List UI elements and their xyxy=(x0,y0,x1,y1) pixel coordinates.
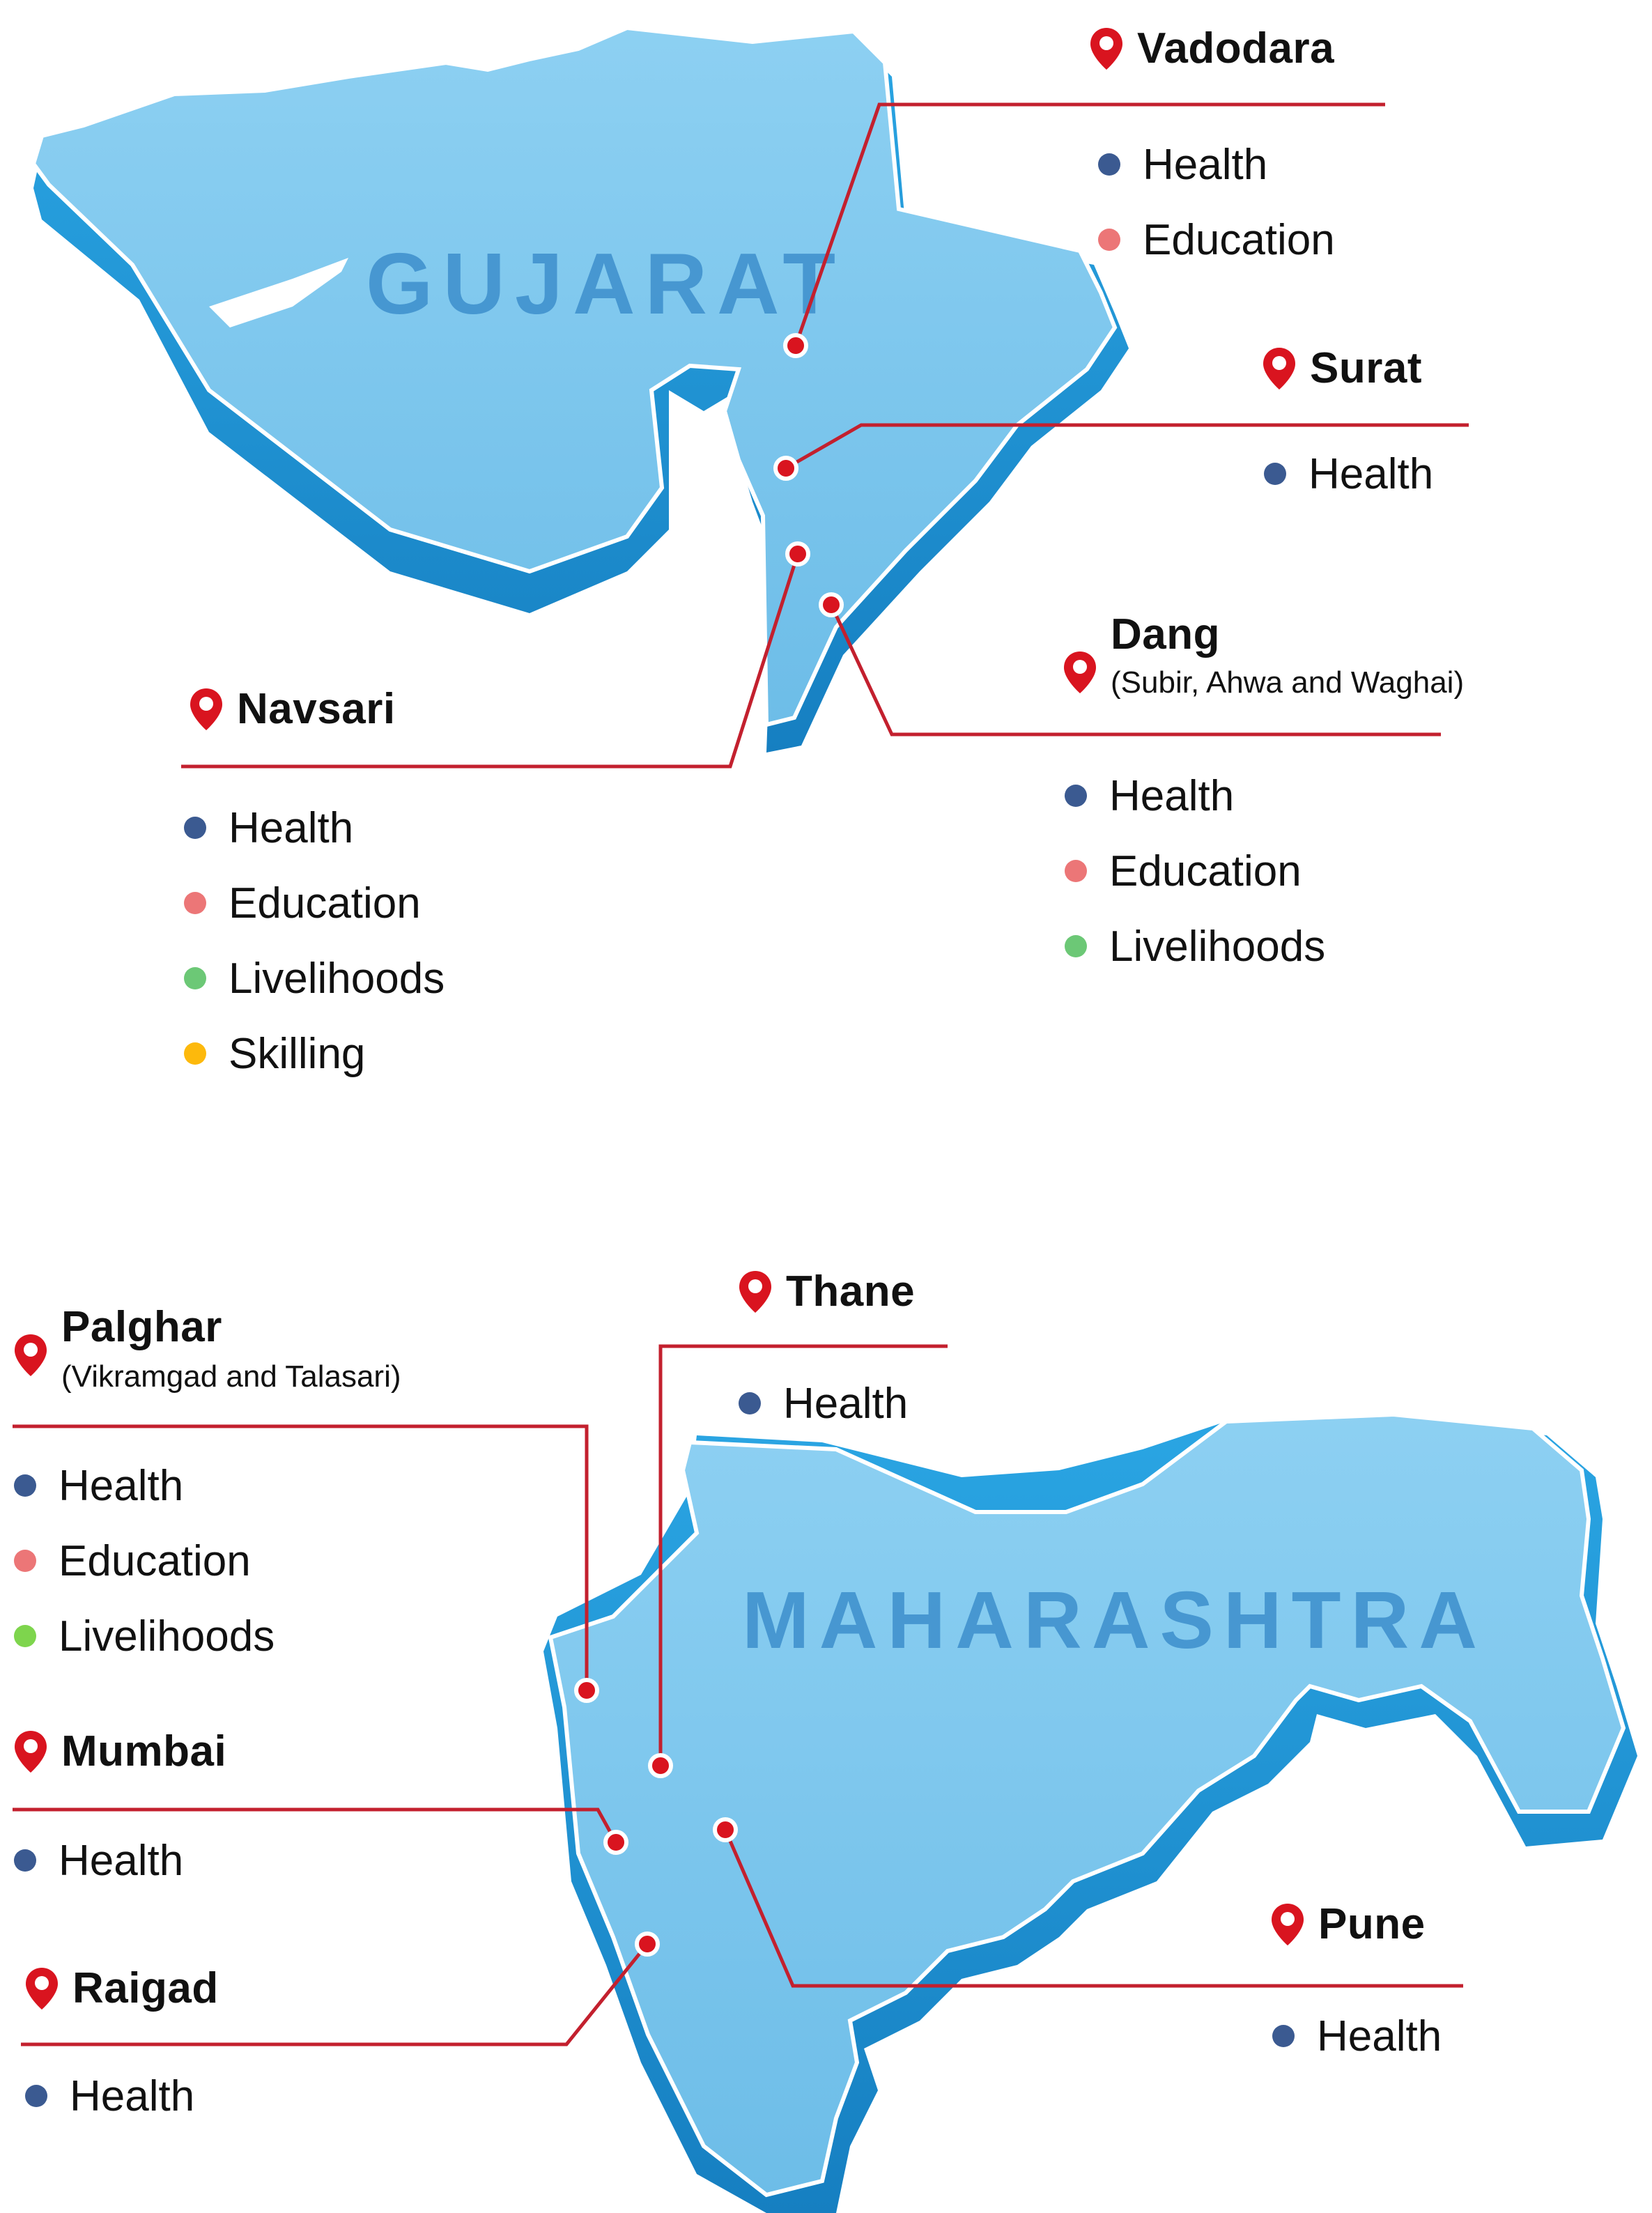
raigad-name: Raigad xyxy=(72,1964,219,2012)
navsari-name: Navsari xyxy=(237,685,396,733)
maharashtra-map: MAHARASHTRA xyxy=(543,1412,1637,2213)
tag-livelihoods: Livelihoods xyxy=(1065,909,1325,984)
vadodara-heading: Vadodara xyxy=(1088,26,1334,71)
education-dot-icon xyxy=(184,892,206,914)
health-dot-icon xyxy=(14,1849,36,1872)
tag-education: Education xyxy=(1065,833,1325,909)
raigad-marker[interactable] xyxy=(635,1931,660,1957)
palghar-tags: Health Education Livelihoods xyxy=(14,1448,275,1674)
tag-health: Health xyxy=(14,1823,183,1898)
health-dot-icon xyxy=(14,1474,36,1497)
map-markers xyxy=(574,333,844,1957)
palghar-name: Palghar xyxy=(61,1303,222,1351)
navsari-heading: Navsari xyxy=(188,687,396,732)
education-dot-icon xyxy=(1098,229,1120,251)
dang-leader-line xyxy=(829,603,1441,737)
thane-tags: Health xyxy=(739,1366,908,1441)
dang-tags: Health Education Livelihoods xyxy=(1065,758,1325,984)
gujarat-map: GUJARAT xyxy=(31,25,1129,753)
palghar-heading: Palghar (Vikramgad and Talasari) xyxy=(13,1306,401,1396)
tag-livelihoods: Livelihoods xyxy=(184,941,445,1016)
location-pin-icon xyxy=(24,1966,60,2011)
raigad-leader-line xyxy=(21,1943,649,2046)
vadodara-name: Vadodara xyxy=(1137,24,1335,72)
pune-marker[interactable] xyxy=(713,1817,738,1842)
pune-leader-line xyxy=(723,1829,1463,1988)
navsari-leader-line xyxy=(181,553,800,769)
education-dot-icon xyxy=(1065,860,1087,882)
surat-name: Surat xyxy=(1310,344,1422,392)
health-dot-icon xyxy=(739,1392,761,1414)
maharashtra-map-top xyxy=(548,1412,1626,2198)
raigad-heading: Raigad xyxy=(24,1966,219,2011)
pune-heading: Pune xyxy=(1269,1902,1426,1947)
health-dot-icon xyxy=(1098,153,1120,176)
dang-subtitle: (Subir, Ahwa and Waghai) xyxy=(1111,665,1465,700)
gulf-of-kutch xyxy=(209,258,348,327)
health-dot-icon xyxy=(1065,785,1087,807)
tag-education: Education xyxy=(14,1523,275,1598)
mumbai-name: Mumbai xyxy=(61,1727,227,1775)
surat-heading: Surat xyxy=(1261,346,1422,391)
tag-health: Health xyxy=(1098,127,1335,202)
livelihoods-dot-icon xyxy=(184,967,206,989)
thane-marker[interactable] xyxy=(648,1753,673,1778)
palghar-subtitle: (Vikramgad and Talasari) xyxy=(61,1359,401,1394)
location-pin-icon xyxy=(13,1333,49,1378)
location-pin-icon xyxy=(188,687,224,732)
vadodara-marker[interactable] xyxy=(783,333,808,358)
maharashtra-label: MAHARASHTRA xyxy=(742,1575,1487,1665)
skilling-dot-icon xyxy=(184,1042,206,1065)
palghar-leader-line xyxy=(13,1424,589,1690)
tag-health: Health xyxy=(14,1448,275,1523)
livelihoods-dot-icon xyxy=(14,1625,36,1647)
dang-heading: Dang (Subir, Ahwa and Waghai) xyxy=(1062,613,1464,702)
location-pin-icon xyxy=(1062,650,1098,695)
surat-marker[interactable] xyxy=(773,456,798,481)
pune-tags: Health xyxy=(1272,1998,1442,2074)
navsari-marker[interactable] xyxy=(785,541,810,566)
education-dot-icon xyxy=(14,1550,36,1572)
health-dot-icon xyxy=(184,817,206,839)
tag-skilling: Skilling xyxy=(184,1016,445,1091)
raigad-tags: Health xyxy=(25,2058,194,2134)
livelihoods-dot-icon xyxy=(1065,935,1087,957)
location-pin-icon xyxy=(1261,346,1297,391)
location-pin-icon xyxy=(737,1270,773,1314)
gujarat-label: GUJARAT xyxy=(366,236,845,332)
tag-health: Health xyxy=(1272,1998,1442,2074)
thane-name: Thane xyxy=(786,1267,916,1316)
tag-education: Education xyxy=(184,865,445,941)
tag-livelihoods: Livelihoods xyxy=(14,1598,275,1674)
thane-heading: Thane xyxy=(737,1270,915,1314)
tag-health: Health xyxy=(739,1366,908,1441)
dang-name: Dang xyxy=(1111,610,1220,658)
location-pin-icon xyxy=(1088,26,1125,71)
tag-health: Health xyxy=(184,790,445,865)
location-pin-icon xyxy=(13,1729,49,1774)
mumbai-marker[interactable] xyxy=(603,1830,628,1855)
vadodara-tags: Health Education xyxy=(1098,127,1335,277)
thane-leader-line xyxy=(658,1344,948,1766)
pune-name: Pune xyxy=(1318,1900,1426,1948)
surat-leader-line xyxy=(785,423,1469,470)
mumbai-tags: Health xyxy=(14,1823,183,1898)
tag-health: Health xyxy=(25,2058,194,2134)
dang-marker[interactable] xyxy=(819,592,844,617)
palghar-marker[interactable] xyxy=(574,1678,599,1703)
health-dot-icon xyxy=(25,2085,47,2107)
mumbai-heading: Mumbai xyxy=(13,1729,226,1774)
vadodara-leader-line xyxy=(794,102,1385,346)
tag-education: Education xyxy=(1098,202,1335,277)
navsari-tags: Health Education Livelihoods Skilling xyxy=(184,790,445,1091)
location-pin-icon xyxy=(1269,1902,1306,1947)
tag-health: Health xyxy=(1264,436,1433,511)
surat-tags: Health xyxy=(1264,436,1433,511)
health-dot-icon xyxy=(1264,463,1286,485)
health-dot-icon xyxy=(1272,2025,1295,2047)
tag-health: Health xyxy=(1065,758,1325,833)
